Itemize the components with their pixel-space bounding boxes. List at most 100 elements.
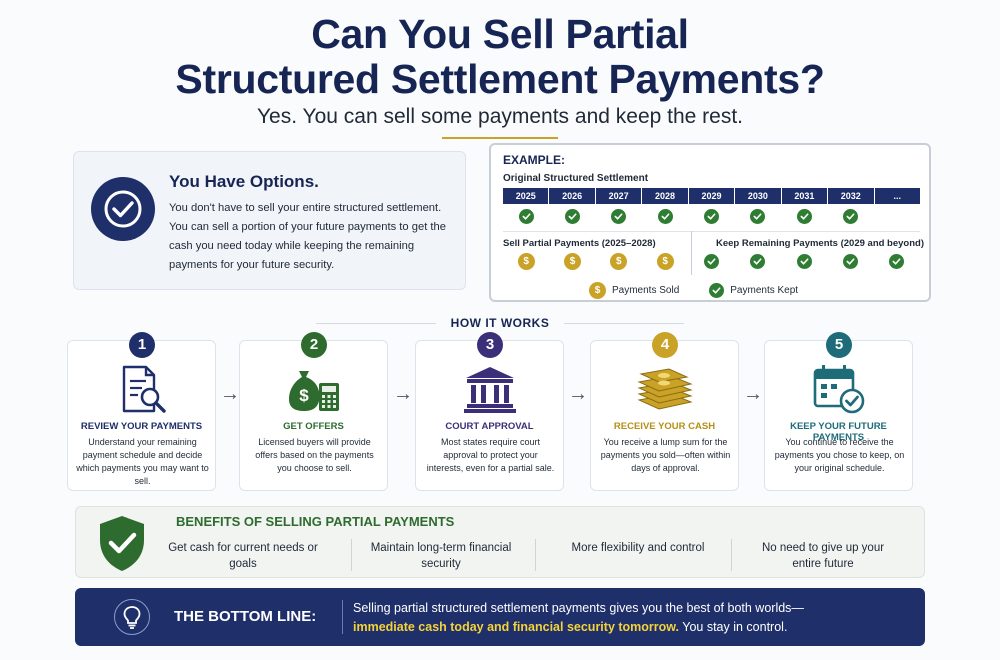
arrow-right-icon: →	[568, 383, 588, 405]
arrow-right-icon: →	[220, 383, 240, 405]
year-cell: 2026	[549, 188, 596, 204]
check-icon	[750, 208, 766, 224]
step-body: Understand your remaining payment schedu…	[76, 437, 209, 486]
step-number: 2	[301, 332, 327, 358]
year-cell: 2025	[503, 188, 550, 204]
benefit-item: No need to give up your entire future	[761, 542, 885, 570]
step-body: You continue to receive the payments you…	[774, 437, 905, 473]
dollar-coin-icon: $	[517, 252, 535, 270]
how-it-works-heading: HOW IT WORKS	[450, 316, 550, 330]
bottom-line-text: Selling partial structured settlement pa…	[353, 599, 913, 637]
legend-kept: Payments Kept	[709, 282, 798, 299]
year-cell: 2027	[595, 188, 643, 204]
lightbulb-icon	[114, 599, 150, 635]
step-title: REVIEW YOUR PAYMENTS	[80, 421, 203, 432]
title-line-1: Can You Sell Partial	[311, 11, 689, 57]
example-title: EXAMPLE:	[503, 153, 566, 167]
calendar-check-icon	[804, 361, 874, 417]
options-body: You don't have to sell your entire struc…	[169, 202, 446, 271]
check-icon	[750, 253, 766, 269]
check-icon	[518, 208, 534, 224]
sold-kept-row: $ $ $ $	[503, 252, 920, 270]
sell-partial-label: Sell Partial Payments (2025–2028)	[503, 238, 656, 249]
example-legend: $ Payments Sold Payments Kept	[589, 282, 798, 299]
check-icon	[657, 208, 673, 224]
money-bag-calculator-icon: $	[279, 361, 349, 417]
step-title: RECEIVE YOUR CASH	[613, 421, 716, 432]
cash-stack-icon	[630, 361, 700, 417]
arrow-right-icon: →	[743, 383, 763, 405]
year-cell: 2031	[781, 188, 829, 204]
benefits-panel: BENEFITS OF SELLING PARTIAL PAYMENTS Get…	[75, 506, 925, 578]
check-icon	[703, 208, 719, 224]
options-card: You Have Options. You don't have to sell…	[73, 151, 466, 290]
step-number: 3	[477, 332, 503, 358]
step-title: KEEP YOUR FUTURE PAYMENTS	[790, 421, 887, 443]
check-icon	[611, 208, 627, 224]
title-line-2: Structured Settlement Payments?	[175, 56, 825, 102]
check-icon	[564, 208, 580, 224]
step-card-offers: 2 $ GET OFFERS Licensed buyers will prov…	[239, 332, 388, 491]
page-title: Can You Sell Partial Structured Settleme…	[0, 12, 1000, 102]
check-icon	[709, 283, 725, 298]
step-number: 1	[129, 332, 155, 358]
step-number: 5	[826, 332, 852, 358]
options-heading: You Have Options.	[169, 172, 319, 191]
dollar-coin-icon: $	[563, 252, 581, 270]
step-number: 4	[652, 332, 678, 358]
sell-keep-divider	[691, 231, 692, 275]
year-cell: 2029	[688, 188, 736, 204]
benefit-separator	[535, 539, 536, 571]
benefit-separator	[731, 539, 732, 571]
dollar-coin-icon: $	[656, 252, 674, 270]
check-icon	[842, 253, 858, 269]
bottom-line-separator	[342, 600, 343, 634]
legend-kept-label: Payments Kept	[730, 285, 799, 296]
dollar-coin-icon: $	[589, 282, 606, 299]
check-icon	[889, 253, 905, 269]
checkmark-badge-icon	[91, 177, 155, 241]
check-icon	[796, 208, 812, 224]
step-card-review: 1 REVIEW YOUR PAYMENTS Understand your r…	[67, 332, 216, 491]
example-divider	[503, 231, 920, 232]
year-strip: 2025 2026 2027 2028 2029 2030 2031 2032 …	[503, 188, 920, 204]
step-card-keep: 5 KEEP YOUR FUTURE PAYMENTS You continue…	[764, 332, 913, 491]
benefit-item: Get cash for current needs or goals	[168, 542, 318, 570]
example-card: EXAMPLE: Original Structured Settlement …	[489, 143, 931, 302]
original-checks-row	[503, 208, 920, 224]
check-icon	[796, 253, 812, 269]
bottom-line-highlight: immediate cash today and financial secur…	[353, 620, 680, 634]
step-body: You receive a lump sum for the payments …	[600, 437, 731, 473]
step-title: COURT APPROVAL	[445, 421, 534, 432]
benefit-separator	[351, 539, 352, 571]
step-title: GET OFFERS	[283, 421, 344, 432]
page-subtitle: Yes. You can sell some payments and keep…	[256, 105, 744, 128]
bottom-line-heading: THE BOTTOM LINE:	[174, 608, 317, 625]
bottom-line-text-tail: You stay in control.	[679, 620, 788, 634]
bottom-line-text-lead: Selling partial structured settlement pa…	[353, 601, 804, 615]
arrow-right-icon: →	[393, 383, 413, 405]
how-divider-left	[316, 323, 436, 324]
year-cell: 2030	[735, 188, 782, 204]
legend-sold-label: Payments Sold	[612, 285, 680, 296]
legend-sold: $ Payments Sold	[589, 282, 679, 299]
step-body: Licensed buyers will provide offers base…	[255, 437, 374, 473]
benefits-heading: BENEFITS OF SELLING PARTIAL PAYMENTS	[176, 514, 455, 529]
bottom-line-banner: THE BOTTOM LINE: Selling partial structu…	[75, 588, 925, 646]
year-cell: 2032	[828, 188, 875, 204]
shield-check-icon	[97, 514, 147, 577]
document-search-icon	[107, 361, 177, 417]
benefit-item: Maintain long-term financial security	[370, 542, 512, 570]
benefit-item: More flexibility and control	[571, 542, 705, 554]
keep-remaining-label: Keep Remaining Payments (2029 and beyond…	[716, 238, 925, 249]
step-card-court: 3 COURT APPROVAL Most states require cou…	[415, 332, 564, 491]
gold-divider	[442, 137, 558, 139]
how-divider-right	[564, 323, 684, 324]
example-subtitle: Original Structured Settlement	[503, 173, 649, 184]
year-cell: ...	[874, 188, 920, 204]
svg-text:$: $	[299, 386, 309, 405]
courthouse-icon	[455, 361, 525, 417]
check-icon	[703, 253, 719, 269]
check-icon	[842, 208, 858, 224]
step-body: Most states require court approval to pr…	[426, 437, 555, 473]
